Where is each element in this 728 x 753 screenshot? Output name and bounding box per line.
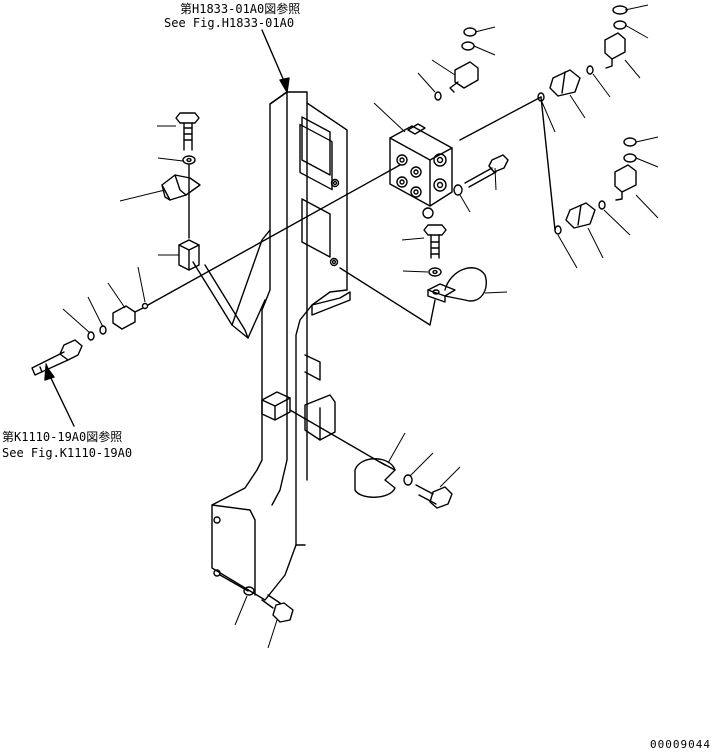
cap-1 (612, 5, 628, 15)
main-bracket (211, 91, 351, 601)
lower-block (261, 391, 291, 421)
center-washer (428, 267, 442, 277)
oring-upper (434, 91, 442, 101)
left-oring-2 (87, 331, 95, 341)
reference-top-jp: 第H1833-01A0図参照 (180, 2, 301, 16)
left-hose-end (31, 339, 83, 376)
cap-3 (463, 27, 477, 37)
block-through-bolt (464, 154, 509, 188)
reference-arrow-left (44, 365, 75, 427)
oring-r3 (598, 200, 606, 210)
lower-washer (403, 474, 413, 486)
right-upper-elbow (604, 32, 626, 69)
drawing-number: 00009044 (650, 738, 711, 751)
left-washer (182, 155, 196, 165)
valve-block (389, 123, 453, 219)
block-washer (453, 184, 463, 196)
reference-left-en: See Fig.K1110-19A0 (2, 446, 133, 460)
left-elbow (112, 302, 149, 330)
bottom-washer (243, 586, 255, 596)
cap-2 (613, 20, 627, 30)
right-upper-adapter (549, 69, 581, 97)
left-oring-1 (99, 325, 107, 335)
center-bolt (423, 224, 447, 259)
support-strut (192, 229, 271, 339)
reference-top-en: See Fig.H1833-01A0 (164, 16, 295, 30)
left-bolt-top (175, 112, 200, 151)
lower-clamp (354, 458, 396, 498)
reference-left-jp: 第K1110-19A0図参照 (2, 430, 123, 444)
cap-6 (623, 153, 637, 163)
cap-4 (461, 41, 475, 51)
hose-clamp-right (427, 267, 487, 303)
left-fitting-block (178, 239, 200, 271)
elbow-fitting-upper (449, 61, 479, 93)
lower-bolt-right (415, 484, 453, 509)
oring-r1 (586, 65, 594, 75)
right-lower-adapter (565, 202, 596, 229)
cap-5 (623, 137, 637, 147)
leader-lines (62, 4, 659, 649)
oring-r4 (554, 225, 562, 235)
bottom-bolt (261, 594, 294, 623)
left-clip (161, 174, 201, 201)
right-lower-elbow (614, 164, 637, 201)
reference-arrow-top (261, 29, 290, 93)
